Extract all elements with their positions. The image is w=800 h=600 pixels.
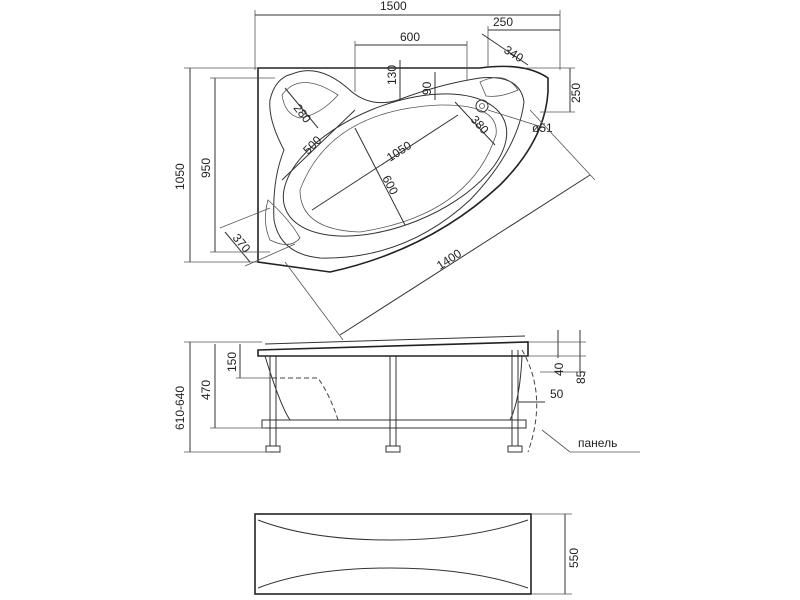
armrest-left (265, 199, 301, 245)
headrest-top (281, 82, 339, 119)
tub-rim-side (257, 341, 529, 357)
dim-40: 40 (552, 362, 566, 376)
dim-600-top: 600 (400, 30, 420, 44)
dim-470: 470 (199, 380, 213, 400)
dim-90: 90 (420, 81, 434, 95)
dim-d51: ø51 (532, 121, 553, 135)
tub-outline-top (257, 65, 549, 273)
dim-380: 380 (468, 113, 492, 137)
basin-inner-top (282, 93, 508, 237)
dim-600-diag: 600 (379, 173, 401, 198)
top-view: 1500 250 600 340 130 90 250 280 500 1050 (173, 0, 596, 341)
drain-inner (479, 103, 485, 109)
dim-340: 340 (501, 43, 526, 66)
armrest-right (479, 77, 519, 97)
dim-130: 130 (385, 65, 399, 85)
dim-250-side: 250 (569, 83, 583, 103)
panel-outline (254, 513, 532, 595)
dim-610-640: 610-640 (173, 386, 187, 430)
dim-1050-vert: 1050 (173, 163, 187, 190)
drain-circle (475, 99, 489, 113)
frame-base (261, 419, 527, 429)
dim-85: 85 (574, 370, 588, 384)
tub-rim-top (269, 70, 525, 259)
dim-1500: 1500 (380, 0, 407, 13)
dim-950: 950 (199, 158, 213, 178)
dim-1050-diag: 1050 (384, 138, 414, 164)
dim-150: 150 (225, 352, 239, 372)
dim-250-corner: 250 (493, 15, 513, 29)
panel-curve-top (257, 519, 529, 541)
tub-body-side (264, 355, 523, 421)
dim-50: 50 (550, 387, 564, 401)
front-panel-view: 550 (254, 513, 581, 595)
panel-label: панель (578, 436, 617, 450)
panel-dashed-arc (521, 349, 538, 453)
panel-curve-bottom (257, 567, 529, 589)
dim-550: 550 (567, 548, 581, 568)
dim-1400: 1400 (434, 246, 464, 272)
basin-dashed-side (272, 377, 339, 421)
side-view: панель 610-640 470 150 40 85 50 (173, 330, 640, 453)
dim-280: 280 (291, 101, 315, 126)
basin-wall-top (299, 104, 497, 233)
